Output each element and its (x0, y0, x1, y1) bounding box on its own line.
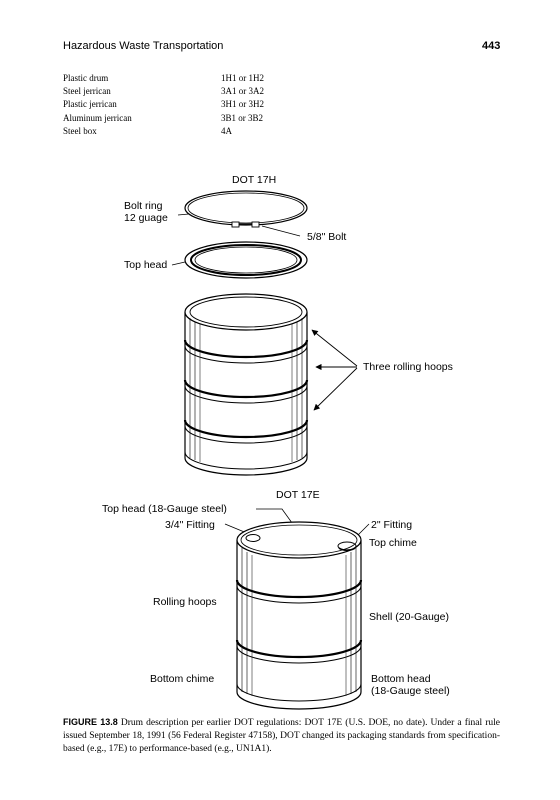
top-head-label: Top head (124, 259, 167, 271)
top-head-lid (184, 241, 308, 279)
bolt-ring-label: Bolt ring (124, 200, 163, 212)
dot-17h-drum: DOT 17H Bolt ring 12 guage 5/8" Bolt Top… (124, 174, 453, 476)
caption-text: Drum description per earlier DOT regulat… (63, 718, 500, 754)
bolt-ring (184, 190, 308, 228)
table-row: Steel jerrican 3A1 or 3A2 (63, 85, 341, 98)
running-head: Hazardous Waste Transportation (63, 40, 224, 52)
packaging-name: Plastic drum (63, 73, 109, 83)
packaging-code: 3A1 or 3A2 (221, 86, 264, 97)
packaging-code: 4A (221, 125, 232, 136)
three-rolling-hoops-label: Three rolling hoops (363, 361, 453, 373)
packaging-table: Plastic drum 1H1 or 1H2 Steel jerrican 3… (63, 72, 341, 138)
packaging-name: Steel box (63, 125, 97, 136)
top-chime-label: Top chime (369, 537, 417, 549)
rolling-hoops-label: Rolling hoops (153, 596, 217, 608)
drum-17h-body (183, 293, 309, 476)
bottom-head-gauge-label: (18-Gauge steel) (371, 685, 450, 697)
table-row: Steel box 4A (63, 125, 341, 138)
bolt-ring-gauge-label: 12 guage (124, 212, 168, 224)
packaging-code: 1H1 or 1H2 (221, 73, 264, 83)
hoop-arrows (311, 329, 358, 411)
page-number: 443 (482, 40, 501, 52)
packaging-code: 3H1 or 3H2 (221, 99, 264, 110)
table-row: Aluminum jerrican 3B1 or 3B2 (63, 112, 341, 125)
caption-label: FIGURE 13.8 (63, 717, 118, 727)
bottom-head-label: Bottom head (371, 673, 431, 685)
fitting-small-label: 3/4" Fitting (165, 519, 215, 531)
top-head-steel-label: Top head (18-Gauge steel) (102, 503, 227, 515)
dot-17e-drum: DOT 17E Top head (18-Gauge steel) 3/4" F… (102, 489, 450, 710)
bolt-label: 5/8" Bolt (307, 231, 346, 243)
table-row: Plastic drum 1H1 or 1H2 (63, 72, 341, 85)
figure-caption: FIGURE 13.8 Drum description per earlier… (63, 716, 500, 756)
packaging-code: 3B1 or 3B2 (221, 112, 264, 123)
packaging-name: Plastic jerrican (63, 99, 117, 110)
drum-17e-body (235, 521, 363, 710)
shell-label: Shell (20-Gauge) (369, 611, 449, 623)
fitting-large-label: 2" Fitting (371, 519, 412, 531)
dot-17e-title: DOT 17E (276, 489, 320, 501)
packaging-name: Aluminum jerrican (63, 112, 132, 123)
bottom-chime-label: Bottom chime (150, 673, 214, 685)
dot-17h-title: DOT 17H (232, 174, 276, 186)
packaging-name: Steel jerrican (63, 86, 111, 97)
table-row: Plastic jerrican 3H1 or 3H2 (63, 98, 341, 111)
